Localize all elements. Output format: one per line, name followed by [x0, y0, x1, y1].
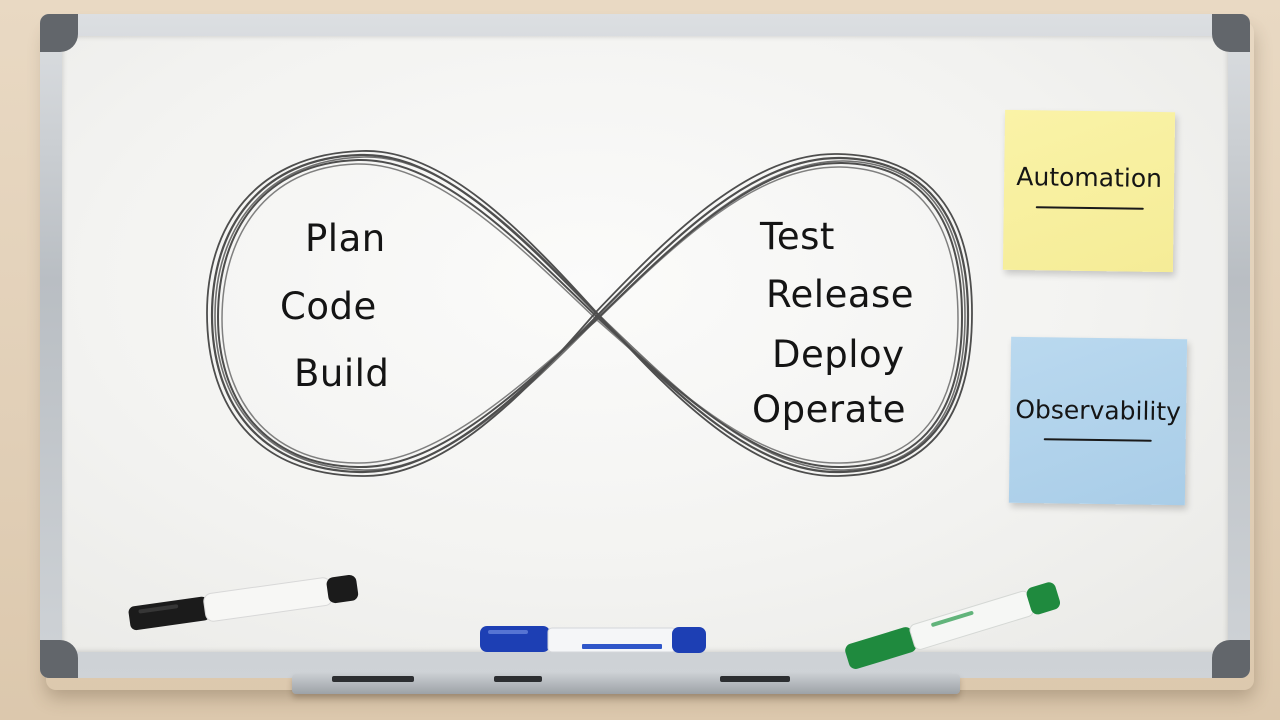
- infinity-stroke: [214, 156, 966, 471]
- sticky-note-text: Observability: [1015, 394, 1182, 427]
- sticky-note-underline: [1035, 206, 1144, 210]
- sticky-note-automation: Automation: [1002, 109, 1176, 273]
- stage-label-deploy: Deploy: [772, 333, 905, 376]
- sticky-note-underline: [1043, 438, 1152, 442]
- stage-label-build: Build: [294, 352, 390, 395]
- marker-tray: [292, 674, 960, 694]
- sticky-note-observability: Observability: [1008, 336, 1188, 506]
- stage-label-test: Test: [760, 215, 835, 258]
- tray-slot: [494, 676, 542, 682]
- stage-label-operate: Operate: [752, 388, 907, 431]
- frame-corner-bottom-right: [1212, 640, 1250, 678]
- tray-slot: [332, 676, 414, 682]
- infinity-stroke: [221, 163, 959, 464]
- sticky-note-text: Automation: [1016, 161, 1163, 194]
- blue-marker[interactable]: [472, 616, 712, 662]
- stage-label-plan: Plan: [305, 217, 386, 260]
- frame-corner-top-right: [1212, 14, 1250, 52]
- tray-slot: [720, 676, 790, 682]
- stage-label-code: Code: [280, 285, 377, 328]
- stage-label-release: Release: [766, 273, 915, 316]
- black-marker[interactable]: [120, 560, 380, 640]
- green-marker[interactable]: [836, 574, 1076, 674]
- frame-corner-top-left: [40, 14, 78, 52]
- frame-corner-bottom-left: [40, 640, 78, 678]
